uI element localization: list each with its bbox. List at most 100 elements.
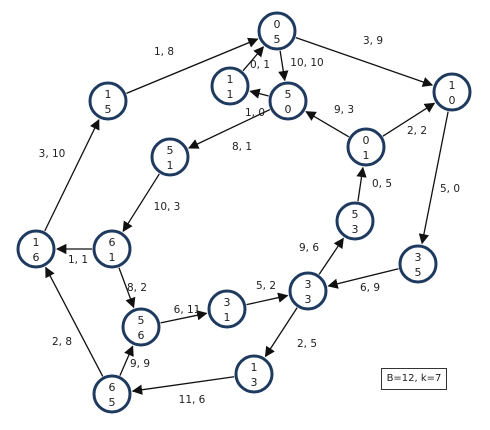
edge-n3-n2 <box>249 88 269 99</box>
edge-label-n13-n12: 6, 11 <box>174 304 201 316</box>
node-n4: 10 <box>432 72 472 112</box>
node-circle <box>268 81 308 121</box>
edge-n3-n5 <box>188 108 271 149</box>
node-top-value: 5 <box>352 208 359 221</box>
edge-label-n3-n2: 1, 0 <box>245 107 265 119</box>
node-top-value: 1 <box>227 73 234 86</box>
edge-label-n8-n7: 1, 1 <box>68 254 88 266</box>
node-top-value: 3 <box>224 296 231 309</box>
edge-label-n12-n11: 5, 2 <box>256 280 276 292</box>
edge-label-n9-n6: 0, 5 <box>372 178 392 190</box>
edge-n5-n8 <box>122 173 160 233</box>
edge-n4-n10 <box>418 111 449 245</box>
node-circle <box>121 307 161 347</box>
edge-n0-n3 <box>278 50 289 82</box>
node-circle <box>234 354 274 394</box>
edge-label-n5-n8: 10, 3 <box>154 201 181 213</box>
node-top-value: 1 <box>251 361 258 374</box>
node-n1: 15 <box>88 81 128 121</box>
node-top-value: 5 <box>167 144 174 157</box>
node-top-value: 5 <box>285 88 292 101</box>
node-top-value: 6 <box>109 236 116 249</box>
edge-label-n6-n4: 2, 2 <box>407 125 427 137</box>
edge-label-n10-n11: 6, 9 <box>360 282 380 294</box>
node-circle <box>92 374 132 414</box>
edge-n6-n4 <box>382 102 436 137</box>
node-bottom-value: 3 <box>305 293 312 306</box>
node-circle <box>346 127 386 167</box>
node-circle <box>88 81 128 121</box>
node-circle <box>210 66 250 106</box>
node-top-value: 3 <box>305 278 312 291</box>
node-bottom-value: 5 <box>274 33 281 46</box>
edge-n11-n9 <box>318 237 344 275</box>
node-top-value: 6 <box>109 381 116 394</box>
node-bottom-value: 1 <box>224 311 231 324</box>
edge-n12-n11 <box>246 292 289 306</box>
node-circle <box>288 271 328 311</box>
node-n7: 16 <box>16 229 56 269</box>
node-bottom-value: 3 <box>251 376 258 389</box>
node-n6: 01 <box>346 127 386 167</box>
edge-label-n4-n10: 5, 0 <box>440 183 460 195</box>
node-bottom-value: 5 <box>109 396 116 409</box>
edge-n2-n0 <box>242 46 265 72</box>
info-box: B=12, k=7 <box>381 368 447 390</box>
edge-n1-n0 <box>126 37 259 94</box>
node-n11: 33 <box>288 271 328 311</box>
node-circle <box>16 229 56 269</box>
edge-label-n0-n3: 10, 10 <box>290 57 323 69</box>
node-circle <box>257 11 297 51</box>
node-circle <box>207 289 247 329</box>
edge-n15-n7 <box>45 266 104 377</box>
node-n12: 31 <box>207 289 247 329</box>
edge-n14-n15 <box>131 376 235 395</box>
edge-label-n15-n7: 2, 8 <box>52 336 72 348</box>
node-circle <box>432 72 472 112</box>
node-bottom-value: 6 <box>138 329 145 342</box>
node-n13: 56 <box>121 307 161 347</box>
node-n0: 05 <box>257 11 297 51</box>
edge-n9-n6 <box>356 166 367 202</box>
edge-n13-n12 <box>160 310 208 324</box>
node-n5: 51 <box>150 137 190 177</box>
edge-n6-n3 <box>305 111 350 138</box>
node-top-value: 3 <box>415 251 422 264</box>
edge-label-n8-n13: 8, 2 <box>127 282 147 294</box>
node-n3: 50 <box>268 81 308 121</box>
node-circle <box>335 201 375 241</box>
edge-label-n2-n0: 0, 1 <box>250 59 270 71</box>
edge-label-n11-n14: 2, 5 <box>297 338 317 350</box>
node-n8: 61 <box>92 229 132 269</box>
node-circle <box>92 229 132 269</box>
node-top-value: 0 <box>274 18 281 31</box>
edge-label-n14-n15: 11, 6 <box>179 394 206 406</box>
edge-n8-n13 <box>118 267 136 309</box>
edge-label-n11-n9: 9, 6 <box>299 242 319 254</box>
node-bottom-value: 1 <box>109 251 116 264</box>
edge-label-n7-n1: 3, 10 <box>39 148 66 160</box>
node-top-value: 5 <box>138 314 145 327</box>
edge-n10-n11 <box>327 268 399 289</box>
node-bottom-value: 5 <box>415 266 422 279</box>
edge-label-n15-n13: 9, 9 <box>130 358 150 370</box>
node-bottom-value: 3 <box>352 223 359 236</box>
node-top-value: 1 <box>105 88 112 101</box>
node-top-value: 0 <box>363 134 370 147</box>
edge-n11-n14 <box>264 307 298 358</box>
node-bottom-value: 0 <box>449 94 456 107</box>
node-bottom-value: 5 <box>105 103 112 116</box>
node-n14: 13 <box>234 354 274 394</box>
node-bottom-value: 1 <box>227 88 234 101</box>
node-bottom-value: 1 <box>363 149 370 162</box>
node-bottom-value: 6 <box>33 251 40 264</box>
node-top-value: 1 <box>33 236 40 249</box>
node-n15: 65 <box>92 374 132 414</box>
node-bottom-value: 1 <box>167 159 174 172</box>
edge-label-n0-n4: 3, 9 <box>363 35 383 47</box>
node-bottom-value: 0 <box>285 103 292 116</box>
edge-n15-n13 <box>119 345 134 376</box>
